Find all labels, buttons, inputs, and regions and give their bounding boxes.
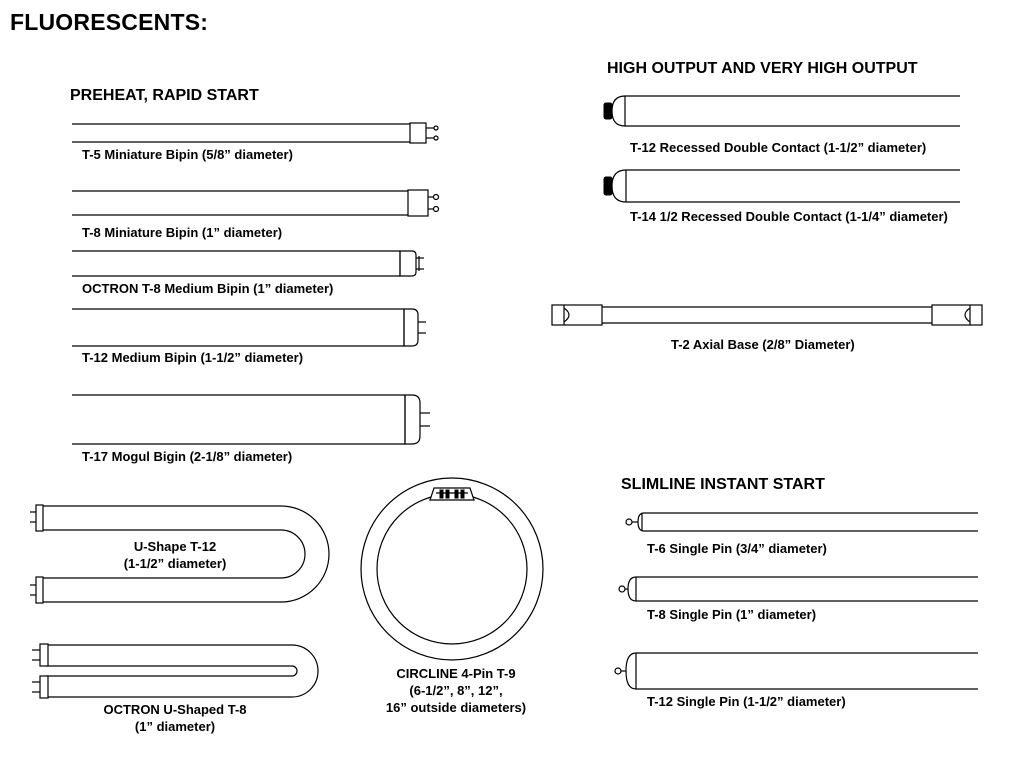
ushape-t12-lamp-drawing — [30, 504, 330, 604]
lamp-label-ushape-line1: U-Shape T-12 — [133, 539, 217, 554]
section-heading-preheat: PREHEAT, RAPID START — [70, 87, 259, 104]
lamp-label-octron-u-line1: OCTRON U-Shaped T-8 — [103, 702, 247, 717]
page-title: FLUORESCENTS: — [10, 9, 209, 35]
lamp-label-t12-single: T-12 Single Pin (1-1/2” diameter) — [647, 694, 846, 709]
lamp-label-t6-single: T-6 Single Pin (3/4” diameter) — [647, 541, 827, 556]
t12-medium-lamp-drawing — [72, 308, 426, 347]
t8-single-pin-lamp-drawing — [618, 576, 978, 602]
lamp-label-octron-t8: OCTRON T-8 Medium Bipin (1” diameter) — [82, 281, 334, 296]
circline-lamp-drawing — [360, 477, 544, 661]
section-heading-high-output: HIGH OUTPUT AND VERY HIGH OUTPUT — [607, 60, 918, 77]
lamp-label-t12-recessed: T-12 Recessed Double Contact (1-1/2” dia… — [630, 140, 927, 155]
lamp-label-t8-single: T-8 Single Pin (1” diameter) — [647, 607, 817, 622]
t2-axial-lamp-drawing — [551, 304, 983, 326]
octron-t8-lamp-drawing — [72, 250, 424, 277]
t14-recessed-lamp-drawing — [603, 169, 960, 203]
lamp-label-t17-mogul: T-17 Mogul Bigin (2-1/8” diameter) — [82, 449, 293, 464]
lamp-label-circline-line2: (6-1/2”, 8”, 12”, — [409, 683, 503, 698]
t5-lamp-drawing — [72, 122, 439, 144]
t17-mogul-lamp-drawing — [72, 394, 430, 445]
t12-single-pin-lamp-drawing — [614, 652, 978, 690]
lamp-label-circline-line1: CIRCLINE 4-Pin T-9 — [396, 666, 516, 681]
lamp-label-t12-medium: T-12 Medium Bipin (1-1/2” diameter) — [82, 350, 304, 365]
lamp-label-t14-recessed: T-14 1/2 Recessed Double Contact (1-1/4”… — [630, 209, 948, 224]
section-heading-slimline: SLIMLINE INSTANT START — [621, 476, 825, 493]
t8-mini-lamp-drawing — [72, 189, 440, 217]
lamp-label-t5: T-5 Miniature Bipin (5/8” diameter) — [82, 147, 293, 162]
lamp-label-circline-line3: 16” outside diameters) — [385, 700, 527, 715]
t6-single-pin-lamp-drawing — [625, 512, 978, 532]
lamp-label-t2-axial: T-2 Axial Base (2/8” Diameter) — [671, 337, 855, 352]
lamp-label-octron-u-line2: (1” diameter) — [134, 719, 216, 734]
lamp-label-ushape-line2: (1-1/2” diameter) — [123, 556, 227, 571]
t12-recessed-lamp-drawing — [603, 95, 960, 127]
octron-u-t8-lamp-drawing — [32, 643, 319, 699]
lamp-label-t8-mini: T-8 Miniature Bipin (1” diameter) — [82, 225, 283, 240]
